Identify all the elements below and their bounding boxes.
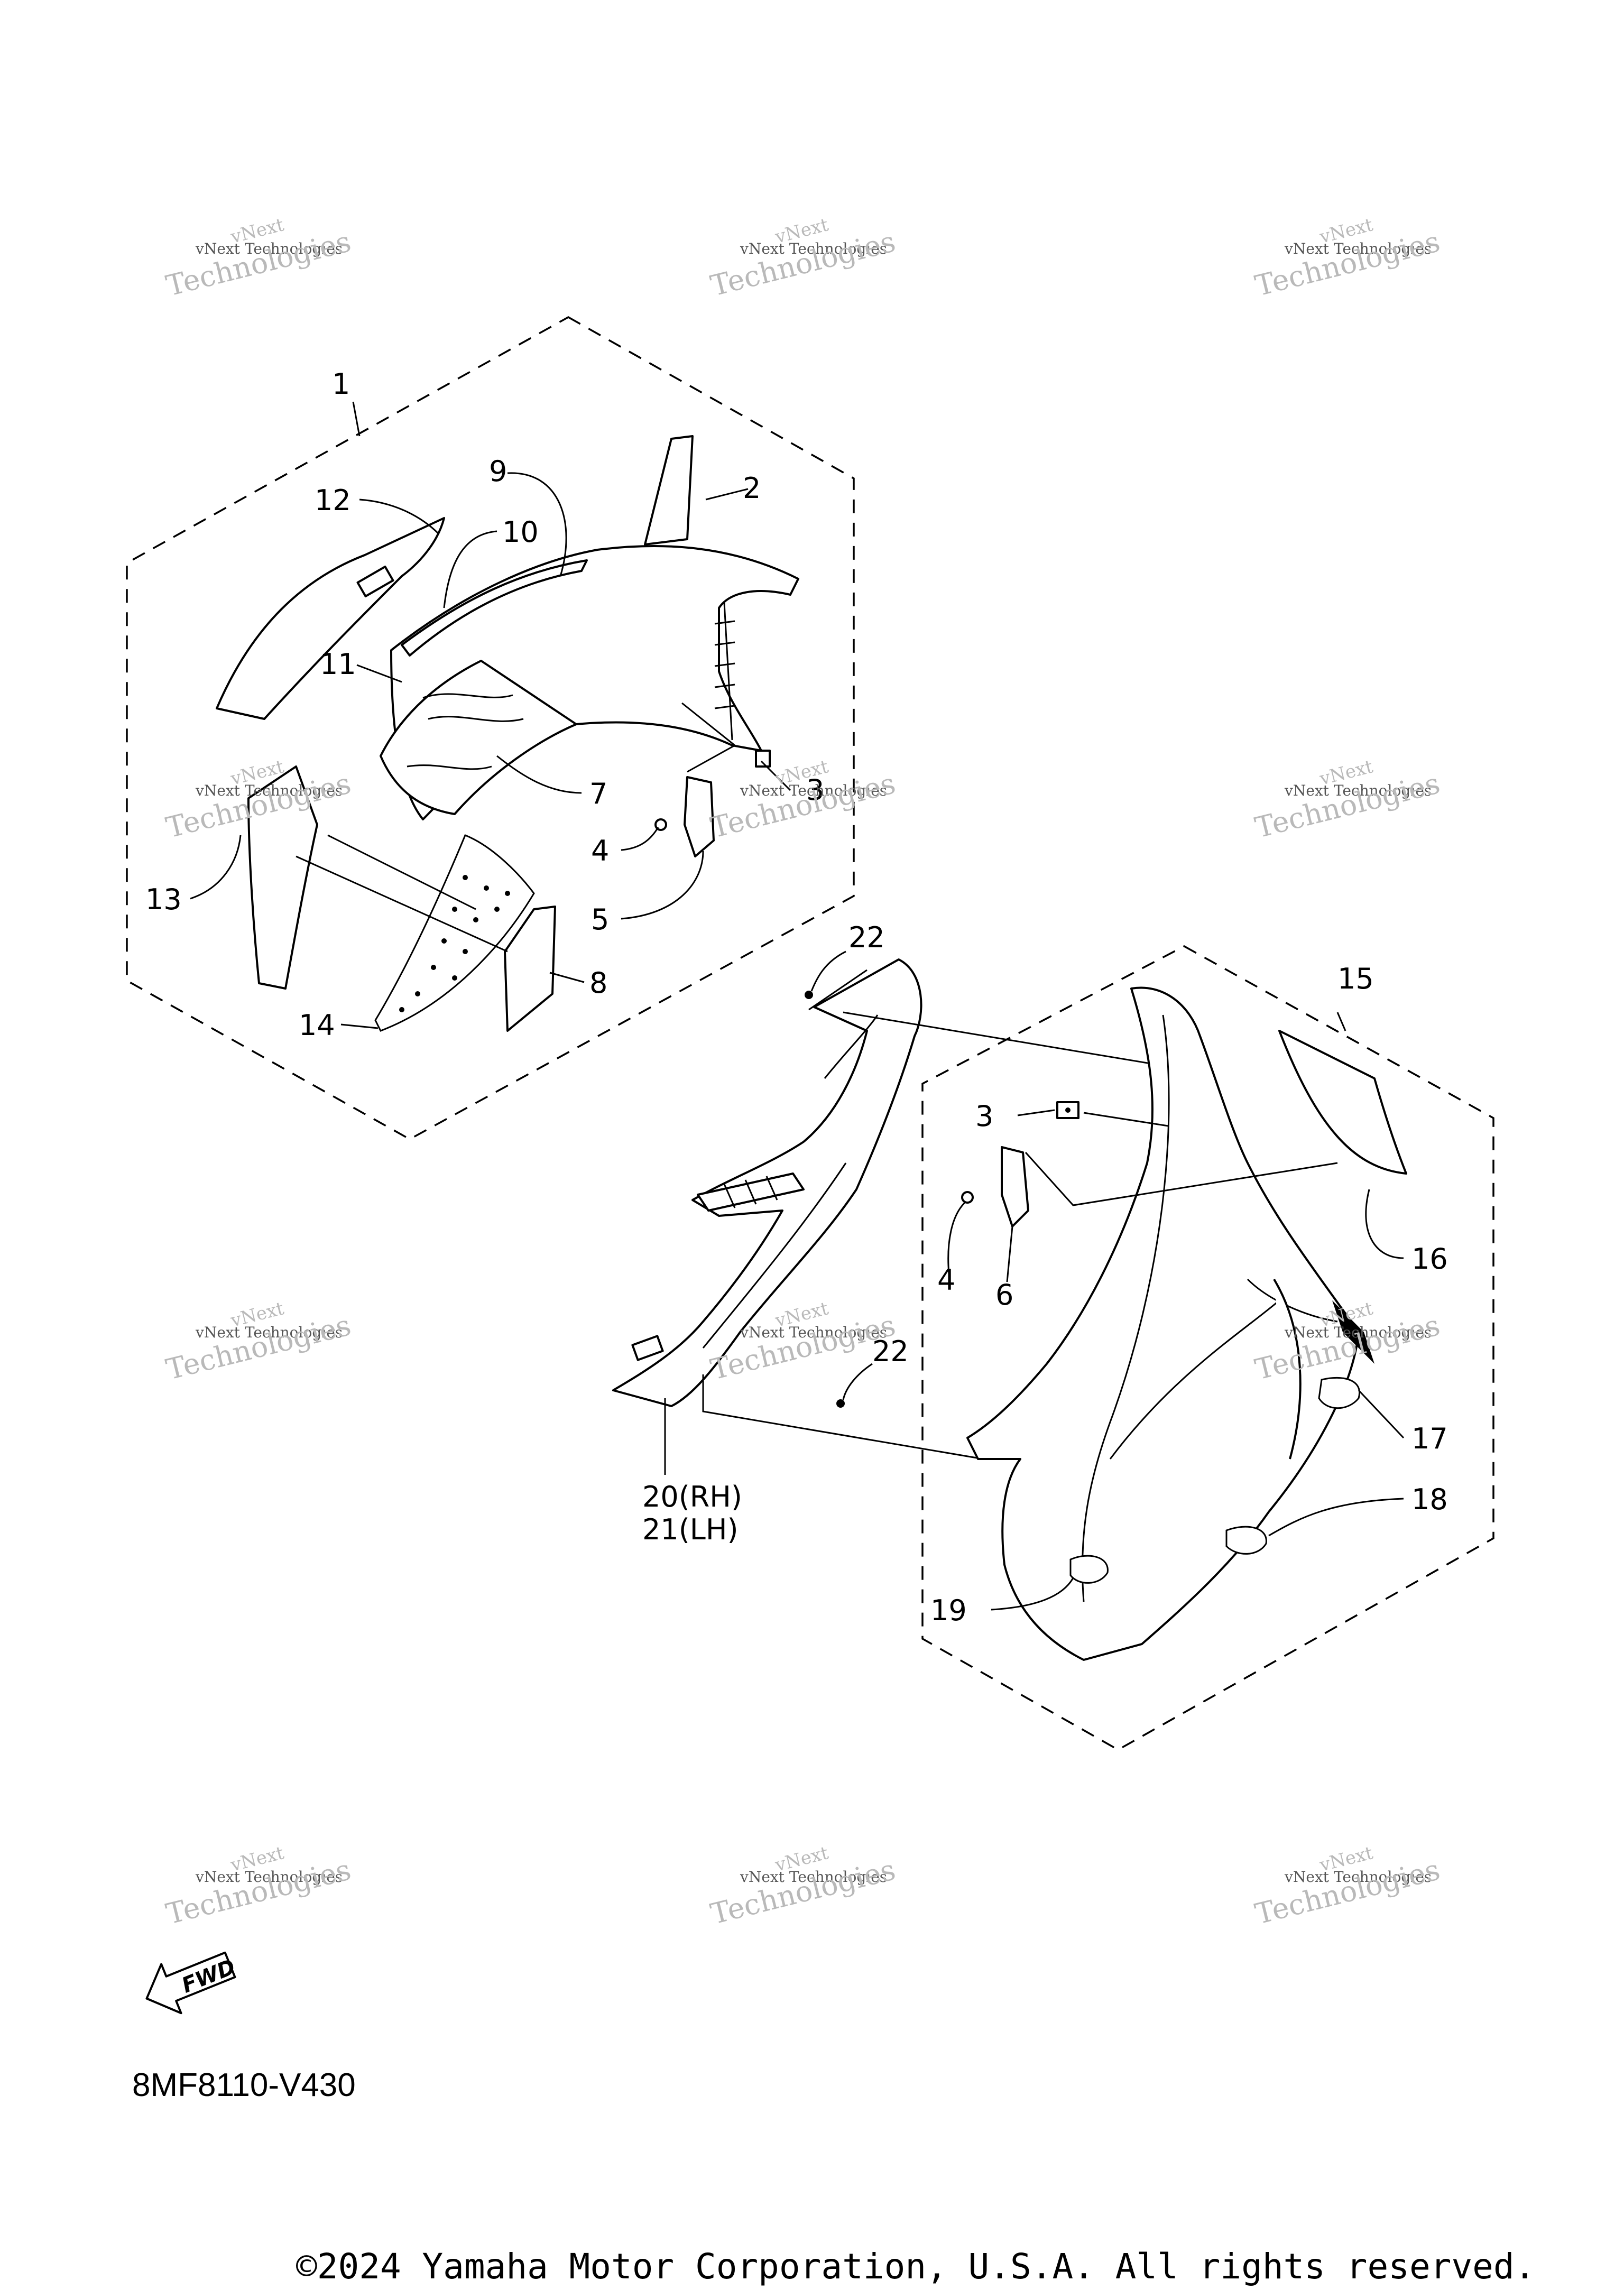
watermark: vNext vNext Technologies Technologies [163, 214, 354, 302]
fin-part-16 [1278, 1030, 1407, 1175]
watermarks: vNext vNext Technologies Technologies vN… [163, 214, 1443, 1931]
watermark: vNext vNext Technologies Technologies [707, 756, 899, 844]
callout-1: 1 [332, 367, 350, 401]
svg-text:vNext Technologies: vNext Technologies [195, 1868, 343, 1886]
group-1-boundary [126, 316, 855, 1141]
callout-4a: 4 [591, 834, 609, 867]
svg-text:vNext Technologies: vNext Technologies [195, 240, 343, 257]
callout-9: 9 [489, 455, 507, 488]
callout-2: 2 [743, 472, 761, 505]
side-cowl-assembly [612, 958, 922, 1407]
cover-part-6 [1001, 1146, 1029, 1227]
callout-11: 11 [320, 648, 356, 681]
watermark: vNext vNext Technologies Technologies [707, 214, 899, 302]
callout-18: 18 [1411, 1483, 1448, 1516]
svg-text:vNext Technologies: vNext Technologies [740, 240, 887, 257]
watermark: vNext vNext Technologies Technologies [707, 1842, 899, 1931]
callout-14: 14 [299, 1009, 335, 1042]
mesh-dots [399, 875, 510, 1012]
group-1-leaders [190, 401, 791, 1029]
upper-cowl-part [390, 544, 799, 820]
callout-19: 19 [930, 1594, 967, 1627]
svg-text:vNext Technologies: vNext Technologies [195, 1324, 343, 1341]
svg-text:vNext Technologies: vNext Technologies [1284, 1324, 1432, 1341]
callout-10: 10 [502, 515, 539, 549]
svg-text:vNext Technologies: vNext Technologies [1284, 240, 1432, 257]
upper-cowl-assembly [216, 435, 799, 1032]
trim-strip-part [401, 559, 588, 657]
callout-3b: 3 [975, 1100, 993, 1133]
under-cowl-part [966, 986, 1360, 1661]
callout-3a: 3 [806, 773, 824, 807]
callout-6: 6 [995, 1278, 1013, 1312]
callout-22a: 22 [848, 921, 885, 954]
bracket-part [504, 906, 556, 1032]
mesh-net-part [374, 834, 535, 1032]
callout-13: 13 [145, 883, 182, 916]
watermark: vNext vNext Technologies Technologies [163, 1298, 354, 1386]
inner-panel-part [380, 660, 577, 815]
callout-5: 5 [591, 903, 609, 936]
left-duct-part [247, 765, 318, 990]
copyright-notice: ©2024 Yamaha Motor Corporation, U.S.A. A… [296, 2246, 1535, 2287]
bolt-part-22b [836, 1399, 845, 1408]
diagram-reference-code: 8MF8110-V430 [132, 2067, 356, 2103]
under-cowl-assembly [961, 986, 1407, 1661]
callout-15: 15 [1337, 962, 1374, 995]
pad-part-19 [1069, 1555, 1109, 1584]
callout-17: 17 [1411, 1422, 1448, 1455]
svg-text:vNext Technologies: vNext Technologies [740, 1868, 887, 1886]
svg-text:vNext Technologies: vNext Technologies [1284, 782, 1432, 799]
watermark: vNext vNext Technologies Technologies [1252, 1842, 1443, 1931]
svg-text:vNext Technologies: vNext Technologies [195, 782, 343, 799]
svg-text:vNext Technologies: vNext Technologies [740, 782, 887, 799]
watermark: vNext vNext Technologies Technologies [1252, 214, 1443, 302]
bolt-part-22a [805, 991, 813, 999]
watermark: vNext vNext Technologies Technologies [163, 1842, 354, 1931]
nut-part-3 [755, 750, 771, 768]
pad-part-18 [1225, 1526, 1267, 1555]
callout-12: 12 [315, 484, 351, 517]
svg-text:vNext Technologies: vNext Technologies [740, 1324, 887, 1341]
callout-labels: 1 2 9 10 12 11 7 3 4 5 8 13 14 22 15 3 4… [145, 367, 1448, 1627]
callout-22b: 22 [872, 1335, 909, 1368]
group-15-leaders [947, 1012, 1405, 1611]
windshield-part [644, 435, 694, 546]
fwd-arrow-icon: FWD [145, 1951, 239, 2015]
callout-8: 8 [589, 966, 607, 1000]
pad-part-17 [1318, 1377, 1361, 1409]
watermark: vNext vNext Technologies Technologies [1252, 756, 1443, 844]
group-15-boundary [921, 945, 1494, 1751]
callout-16: 16 [1411, 1242, 1448, 1276]
callout-20: 20(RH) [642, 1480, 742, 1513]
side-cowl-leaders [664, 950, 1177, 1475]
callout-7: 7 [589, 777, 607, 810]
svg-text:vNext Technologies: vNext Technologies [1284, 1868, 1432, 1886]
cover-part-5 [684, 776, 715, 857]
callout-21: 21(LH) [642, 1513, 739, 1546]
screw-part-4b [961, 1191, 974, 1204]
callout-4b: 4 [937, 1263, 955, 1297]
